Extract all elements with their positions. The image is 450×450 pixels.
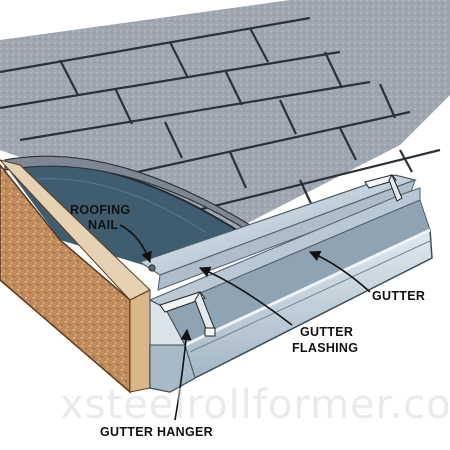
- labels: ROOFING NAIL GUTTER GUTTER FLASHING GUTT…: [70, 203, 425, 439]
- gutter-flashing: [138, 174, 418, 291]
- gutter-flashing-leader: [198, 266, 293, 326]
- gutter-hanger-near: [159, 290, 216, 337]
- gutter-trough: [148, 187, 433, 393]
- roofing-nail-label-line2: NAIL: [88, 218, 118, 232]
- fascia-board: [0, 159, 151, 394]
- gutter-hanger-far: [364, 173, 403, 202]
- gutter-hanger-label: GUTTER HANGER: [100, 425, 213, 439]
- gutter-flashing-label-line1: GUTTER: [300, 325, 353, 339]
- gutter-flashing-label-line2: FLASHING: [292, 341, 358, 355]
- gutter-hanger-leader: [174, 328, 192, 421]
- watermark: xsteelrollformer.com: [60, 382, 450, 428]
- gutter-label: GUTTER: [372, 289, 425, 303]
- gutter-leader: [308, 250, 371, 293]
- roofing-nail-label-line1: ROOFING: [70, 203, 130, 217]
- roofing-nail-leader: [119, 224, 152, 264]
- underlayment-cutaway: [4, 155, 257, 270]
- callout-lines: [119, 224, 371, 421]
